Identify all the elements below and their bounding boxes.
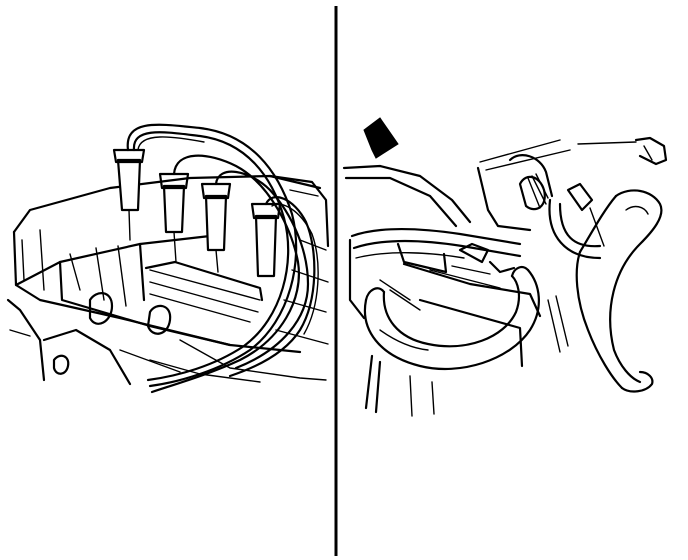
direction-arrow-icon [363,117,399,159]
spark-plug-boot-2 [158,172,190,263]
engine-block-outline [6,174,330,386]
u-shaped-hose [363,266,540,370]
spark-plug-boot-4 [250,202,282,278]
large-curved-hose [575,189,663,393]
spark-plug-boot-3 [200,182,232,273]
lower-details-right [364,295,569,417]
wiring-assembly [350,227,542,368]
ignition-wire-harness [126,123,319,394]
spark-plug-boot-1 [112,148,146,241]
left-panel-engine-cover [6,123,330,394]
engine-outline-right [342,136,668,320]
right-panel-hose-view [342,117,668,417]
hose-connector-clip [548,182,605,260]
